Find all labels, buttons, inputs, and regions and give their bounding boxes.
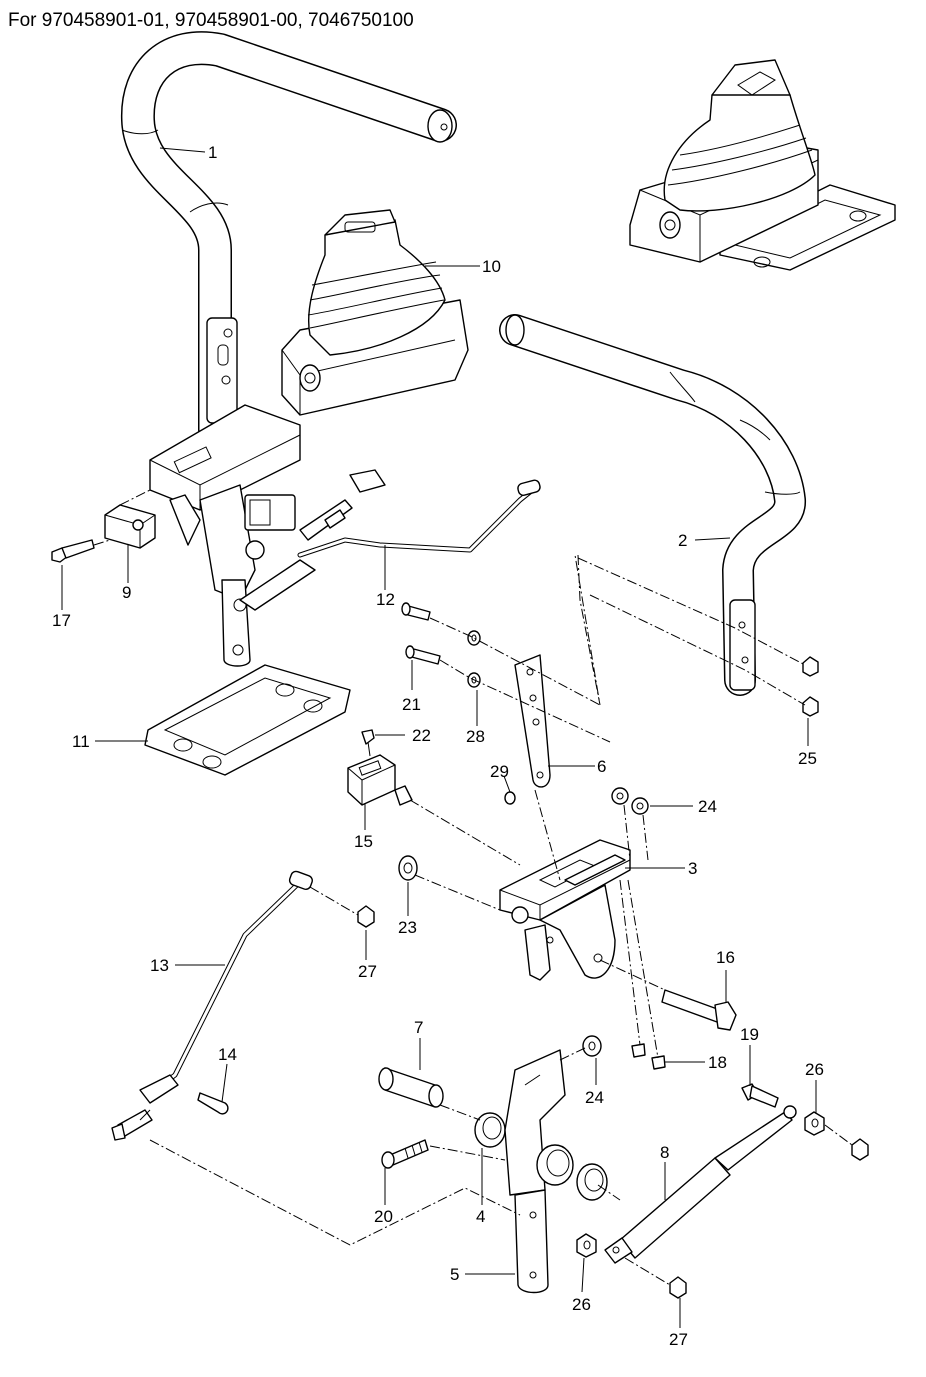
label-part-10: 10 [482,257,501,276]
part-12-rod [239,469,541,611]
label-part-27-lower: 27 [669,1330,688,1349]
assembly-centerlines [119,489,853,1286]
part-7-bushing [378,1067,444,1108]
label-part-11: 11 [72,732,90,751]
label-part-25: 25 [798,749,817,768]
part-14-clip [197,1092,229,1115]
diagram-header: For 970458901-01, 970458901-00, 70467501… [8,10,414,31]
part-23-washer [398,855,418,881]
part-13-link-rod [111,870,313,1141]
label-part-26-right: 26 [805,1060,824,1079]
part-15-switch [347,754,413,806]
leader-lines [61,147,817,1328]
part-6-arm [514,654,551,788]
part-25-nuts [802,656,819,717]
label-part-13: 13 [150,956,169,975]
part-5-lever [504,1049,574,1294]
label-part-6: 6 [597,757,606,776]
label-part-19: 19 [740,1025,759,1044]
label-part-24-upper: 24 [698,797,717,816]
label-part-20: 20 [374,1207,393,1226]
part-labels: 1 10 2 9 17 12 11 21 28 22 6 29 25 24 3 … [52,143,824,1349]
label-part-9: 9 [122,583,131,602]
label-part-22: 22 [412,726,431,745]
label-part-4: 4 [476,1207,485,1226]
label-part-26-lower: 26 [572,1295,591,1314]
part-29-nut [504,791,516,805]
part-27-nut-upper [357,905,375,928]
part-16-bolt [661,989,737,1031]
part-3-bracket [499,839,631,981]
part-26-nuts [576,1111,825,1258]
left-lever-bracket [149,404,301,667]
part-2-handle [499,314,806,696]
label-part-1: 1 [208,143,217,162]
label-part-7: 7 [414,1018,423,1037]
label-part-17: 17 [52,611,71,630]
label-part-3: 3 [688,859,697,878]
label-part-23: 23 [398,918,417,937]
part-11-plate [144,664,351,776]
part-27-nut-lower [669,1276,687,1299]
label-part-18: 18 [708,1053,727,1072]
label-part-28: 28 [466,727,485,746]
label-part-2: 2 [678,531,687,550]
part-24-nuts-upper [611,787,649,815]
label-part-27-upper: 27 [358,962,377,981]
part-19-bolt [741,1083,779,1108]
part-22-screw [361,729,375,757]
part-8-gas-spring [604,1105,797,1264]
label-part-29: 29 [490,762,509,781]
part-9-block [104,504,156,549]
label-part-8: 8 [660,1143,669,1162]
label-part-21: 21 [402,695,421,714]
part-21-pins [401,602,441,665]
part-24-washer-lower [582,1035,602,1057]
upper-right-boot-assembly [629,59,896,271]
label-part-15: 15 [354,832,373,851]
label-part-16: 16 [716,948,735,967]
extra-nut-right [851,1138,869,1161]
part-17-bolt [51,539,111,563]
part-10-boot [281,209,469,416]
label-part-5: 5 [450,1265,459,1284]
part-20-bolt [381,1139,429,1169]
part-1-handle [120,31,457,447]
label-part-12: 12 [376,590,395,609]
part-18-screws [631,1043,666,1070]
label-part-24-lower: 24 [585,1088,604,1107]
part-28-washers [467,630,481,688]
label-part-14: 14 [218,1045,237,1064]
